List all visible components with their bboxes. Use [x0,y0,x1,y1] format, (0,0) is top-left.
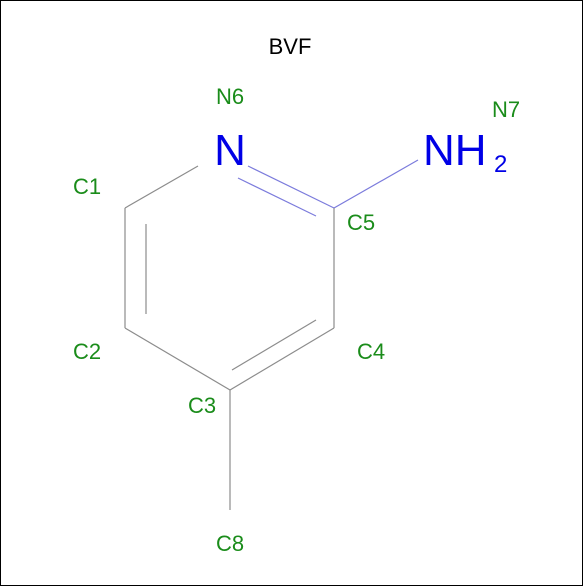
atom-label-c5: C5 [347,210,375,235]
bond-c4-c3-inner [231,319,317,371]
bonds [124,159,419,510]
bond-c4-c3 [229,327,335,391]
bond-c5-n7 [333,159,419,209]
atom-label-c8: C8 [216,531,244,556]
bond-c3-c2 [124,327,231,391]
atom-label-n6: N6 [216,84,244,109]
bond-c1-n6 [124,165,199,209]
molecule-title: BVF [269,34,312,59]
amine-subscript: 2 [494,151,507,178]
atom-label-c2: C2 [73,339,101,364]
bond-n6-c5 [247,165,335,209]
bond-n6-c5-inner [237,177,317,217]
atom-label-c1: C1 [73,174,101,199]
atom-label-n7: N7 [492,97,520,122]
atom-label-c4: C4 [357,339,385,364]
atom-label-c3: C3 [188,393,216,418]
ring-nitrogen-symbol: N [214,126,246,175]
amine-nitrogen-symbol: NH [423,126,487,175]
